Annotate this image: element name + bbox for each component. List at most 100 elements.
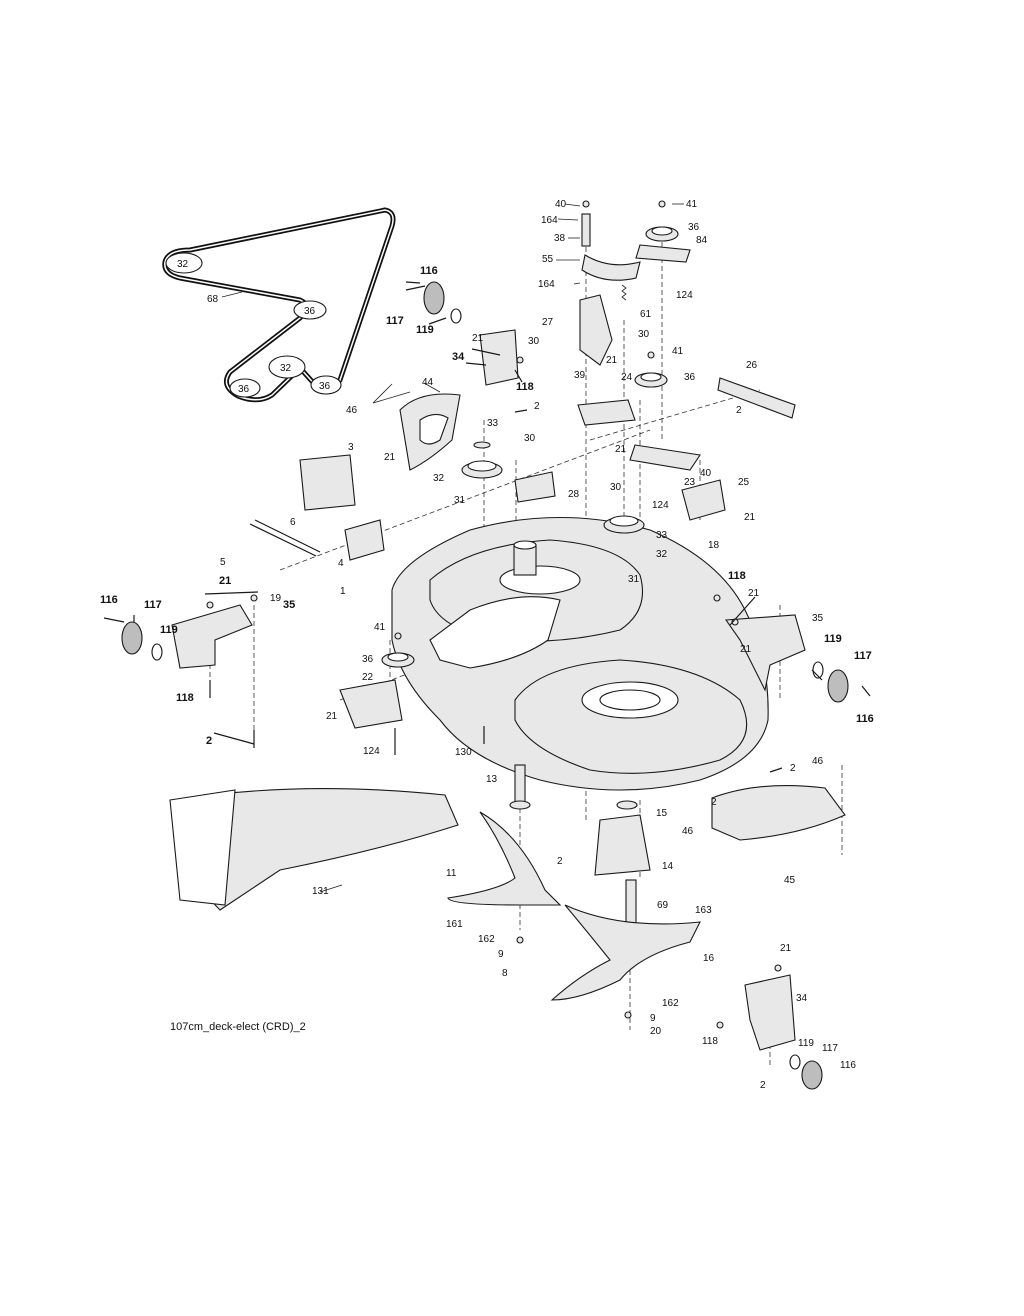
part-callout-label: 21 [606,355,618,366]
part-callout-label: 161 [446,919,463,930]
part-callout-label: 2 [790,763,796,774]
part-callout-label: 164 [538,279,555,290]
part-callout-label: 2 [557,856,563,867]
part-callout-label: 32 [433,473,445,484]
part-callout-label: 33 [656,530,668,541]
part-callout-label: 61 [640,309,652,320]
part-callout-label: 119 [160,624,178,636]
deck-pulleys [381,226,679,668]
part-callout-label: 119 [416,324,434,336]
part-callout-label: 130 [455,747,472,758]
part-callout-label: 2 [736,405,742,416]
part-callout-label: 9 [650,1013,656,1024]
part-callout-label: 2 [534,401,540,412]
part-callout-label: 21 [740,644,752,655]
belt-pulley-label: 32 [280,363,292,374]
part-callout-label: 33 [487,418,499,429]
part-callout-label: 30 [610,482,622,493]
part-callout-label: 21 [219,575,231,587]
gauge-wheel-icon [423,281,445,315]
part-callout-label: 2 [760,1080,766,1091]
part-callout-label: 2 [206,735,212,747]
pulley-icon [229,378,261,398]
part-callout-label: 162 [662,998,679,1009]
part-callout-label: 36 [684,372,696,383]
leader-lines [133,203,823,893]
part-callout-label: 36 [362,654,374,665]
part-callout-label: 20 [650,1026,662,1037]
part-callout-label: 16 [703,953,715,964]
part-callout-label: 119 [824,633,842,645]
part-callout-label: 116 [840,1060,856,1071]
gauge-wheel-icon [801,1060,823,1090]
part-callout-label: 44 [422,377,434,388]
part-callout-label: 21 [615,444,627,455]
part-callout-label: 46 [346,405,358,416]
fasteners [206,200,782,1029]
part-callout-label: 124 [652,500,669,511]
pulley-icon [268,355,306,379]
pulley-icon [165,252,203,274]
part-callout-label: 6 [290,517,296,528]
part-callout-label: 1 [340,586,346,597]
part-callout-label: 41 [374,622,386,633]
part-callout-label: 21 [472,333,484,344]
part-callout-label: 131 [312,886,329,897]
belt-pulley-label: 32 [177,259,189,270]
part-callout-label: 45 [784,875,796,886]
part-callout-label: 34 [796,993,808,1004]
part-callout-label: 25 [738,477,750,488]
part-callout-label: 117 [386,315,404,327]
part-callout-label: 40 [700,468,712,479]
part-callout-label: 46 [812,756,824,767]
part-callout-label: 28 [568,489,580,500]
part-callout-label: 164 [541,215,558,226]
part-callout-label: 21 [384,452,396,463]
part-callout-label: 2 [711,797,717,808]
part-callout-label: 118 [516,381,534,393]
part-callout-label: 124 [363,746,380,757]
part-callout-label: 38 [554,233,566,244]
part-callout-label: 124 [676,290,693,301]
part-callout-label: 22 [362,672,374,683]
part-callout-label: 9 [498,949,504,960]
gauge-wheel-icon [121,621,143,655]
part-callout-label: 18 [708,540,720,551]
belt-routing-inset: 32 36 32 36 36 [162,207,396,403]
part-callout-label: 163 [695,905,712,916]
part-callout-label: 118 [702,1036,718,1047]
gauge-wheel-icon [827,669,849,703]
part-callout-label: 35 [283,599,295,611]
brackets [103,200,871,1090]
part-callout-label: 117 [822,1043,838,1054]
part-callout-label: 34 [452,351,465,363]
part-callout-label: 8 [502,968,508,979]
part-callout-label: 116 [100,594,118,606]
part-callout-label: 21 [744,512,756,523]
part-callout-label: 27 [542,317,554,328]
part-callout-label: 32 [656,549,668,560]
part-callout-label: 19 [270,593,282,604]
part-callout-label: 116 [856,713,874,725]
part-callout-label: 30 [524,433,536,444]
pulley-icon [293,300,327,320]
part-callout-label: 118 [728,570,746,582]
part-callout-label: 41 [686,199,698,210]
part-callout-label: 21 [780,943,792,954]
belt-pulley-label: 36 [238,384,250,395]
part-callout-label: 117 [144,599,162,611]
part-callout-label: 36 [688,222,700,233]
mower-deck-housing [391,516,769,791]
part-callout-label: 117 [854,650,872,662]
part-callout-label: 35 [812,613,824,624]
pulley-icon [310,375,342,395]
part-callout-label: 26 [746,360,758,371]
drawing-reference-code: 107cm_deck-elect (CRD)_2 [170,1021,306,1033]
part-callout-label: 14 [662,861,674,872]
part-callout-label: 30 [528,336,540,347]
part-callout-label: 3 [348,442,354,453]
part-callout-label: 31 [628,574,640,585]
part-callout-label: 21 [748,588,760,599]
part-callout-label: 13 [486,774,498,785]
